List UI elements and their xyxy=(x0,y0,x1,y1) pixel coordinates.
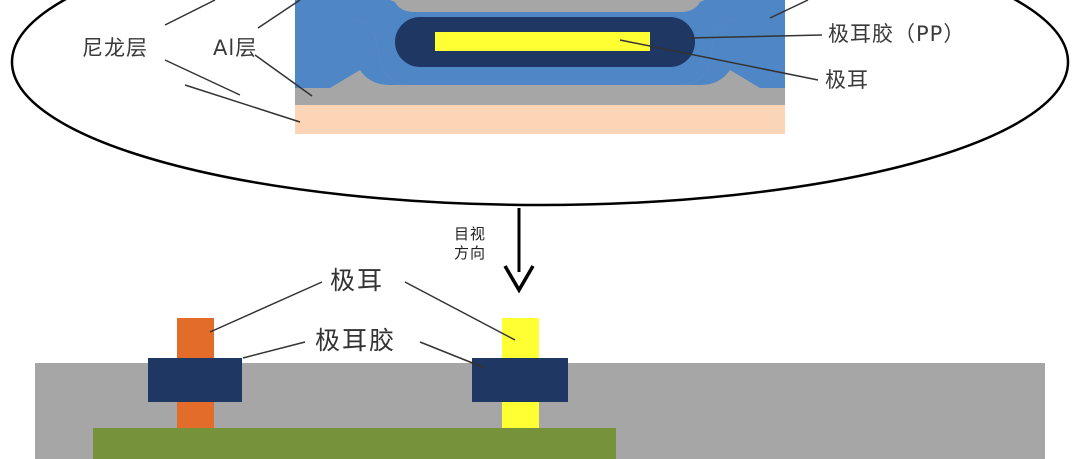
leader-line xyxy=(164,0,216,26)
leader-line xyxy=(209,281,323,333)
leader-line xyxy=(164,59,241,96)
view-arrow-head xyxy=(503,265,535,294)
leader-line xyxy=(184,84,301,123)
nylon-layer-label: 尼龙层 xyxy=(82,36,148,60)
leader-line xyxy=(242,341,306,359)
leader-line xyxy=(257,0,301,29)
tab-strip-top xyxy=(435,32,650,51)
al-layer-label: Al层 xyxy=(213,36,258,60)
view-direction-label: 目视 方向 xyxy=(454,225,486,263)
blue-layer-left xyxy=(295,20,410,88)
view-direction-line1: 目视 xyxy=(454,225,487,243)
tab-glue-left xyxy=(148,358,242,402)
leader-line xyxy=(404,281,516,341)
leader-line xyxy=(254,54,313,97)
view-direction-line2: 方向 xyxy=(454,243,487,262)
leader-line xyxy=(769,0,809,19)
tab-label-bottom: 极耳 xyxy=(330,266,385,295)
green-base xyxy=(93,428,616,459)
leader-line xyxy=(419,341,486,369)
leader-line xyxy=(687,34,823,39)
leader-line xyxy=(619,39,819,81)
tab-label-top: 极耳 xyxy=(825,68,869,92)
tab-glue-right xyxy=(472,358,568,402)
tab-glue-pp-label: 极耳胶（PP） xyxy=(828,22,966,46)
tab-glue-label-bottom: 极耳胶 xyxy=(315,326,397,355)
peach-layer xyxy=(295,105,785,134)
